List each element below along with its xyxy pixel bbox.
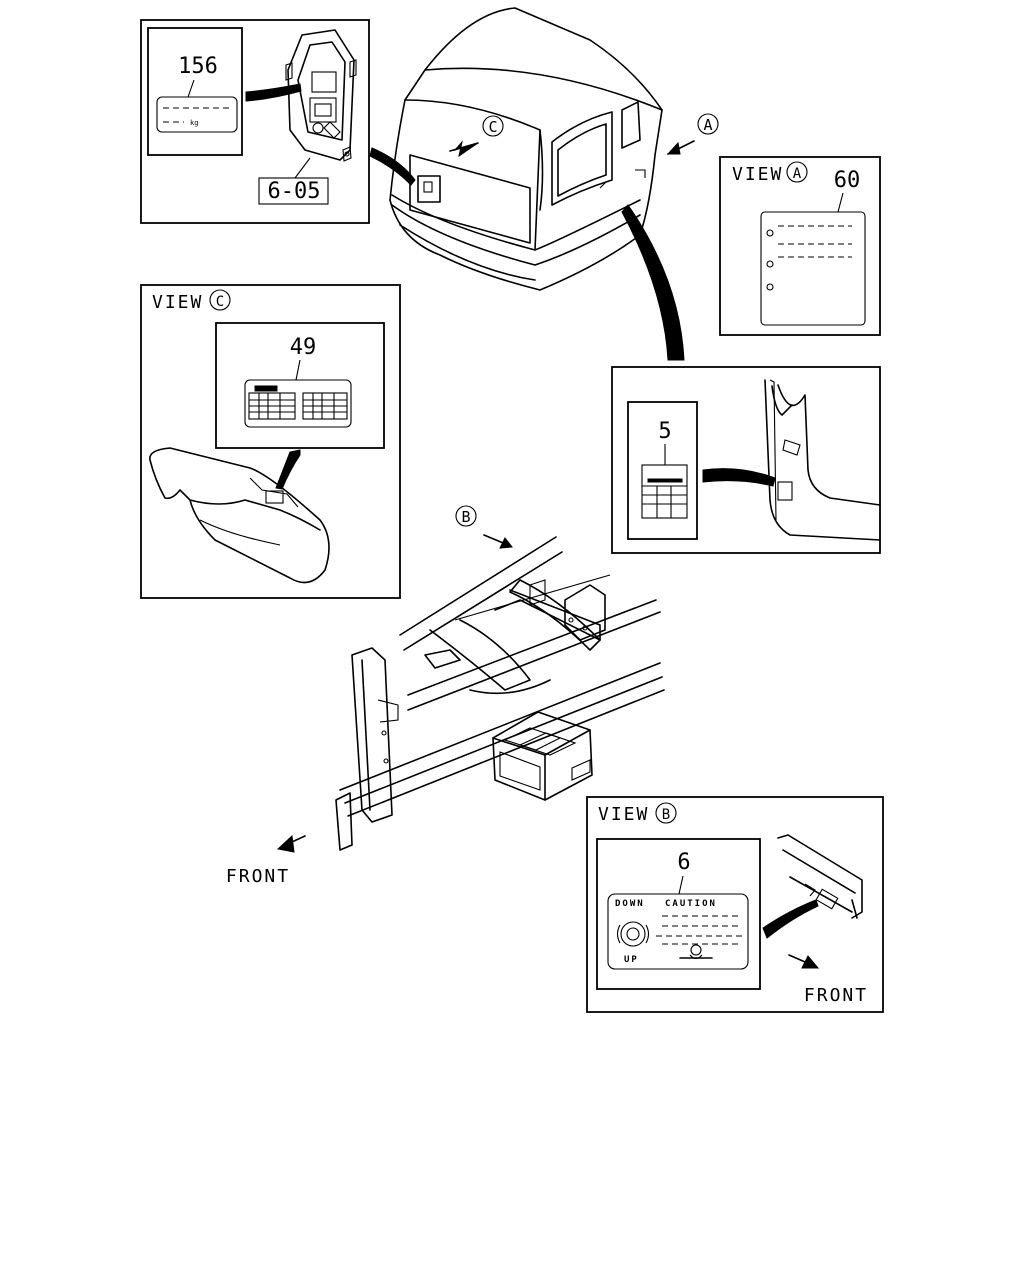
part-number-6-05: 6-05 bbox=[268, 179, 321, 204]
view-a-title: VIEW bbox=[732, 164, 783, 185]
view-a-letter: A bbox=[793, 166, 802, 182]
detail-door-label: 5 bbox=[611, 366, 881, 554]
truck-cab bbox=[389, 7, 663, 291]
view-c-panel: VIEW C 49 bbox=[140, 284, 401, 599]
label-6-up: UP bbox=[624, 955, 639, 965]
front-label-1: FRONT bbox=[226, 866, 290, 887]
detail-lamp-label: 156 kg 6-05 bbox=[140, 19, 370, 224]
callout-a: A bbox=[666, 113, 719, 155]
view-b-title: VIEW bbox=[598, 804, 649, 825]
view-b-panel: VIEW B 6 DOWN CAUTION UP FRONT bbox=[586, 796, 884, 1013]
part-number-60: 60 bbox=[834, 168, 861, 193]
label-156-unit: kg bbox=[190, 119, 198, 127]
front-indicator-1: FRONT bbox=[226, 834, 306, 887]
front-label-2: FRONT bbox=[804, 985, 868, 1006]
callout-b-letter: B bbox=[461, 508, 470, 526]
label-6-caution: CAUTION bbox=[665, 899, 717, 909]
callout-c-letter: C bbox=[488, 118, 497, 136]
callout-b-circle bbox=[455, 505, 477, 527]
view-a-panel: VIEW A 60 bbox=[719, 156, 881, 336]
callout-a-letter: A bbox=[703, 116, 712, 134]
part-number-5: 5 bbox=[658, 419, 671, 444]
part-number-156: 156 bbox=[178, 54, 218, 79]
leader-to-lamp bbox=[369, 147, 416, 186]
view-c-title: VIEW bbox=[152, 292, 203, 313]
part-number-49: 49 bbox=[290, 335, 317, 360]
chassis-frame: B bbox=[335, 505, 665, 851]
leader-to-door-label bbox=[621, 204, 685, 361]
callout-c: C bbox=[449, 115, 504, 158]
view-c-letter: C bbox=[216, 294, 224, 310]
view-b-letter: B bbox=[662, 807, 670, 823]
part-number-6: 6 bbox=[677, 850, 690, 875]
label-6-down: DOWN bbox=[615, 899, 645, 909]
